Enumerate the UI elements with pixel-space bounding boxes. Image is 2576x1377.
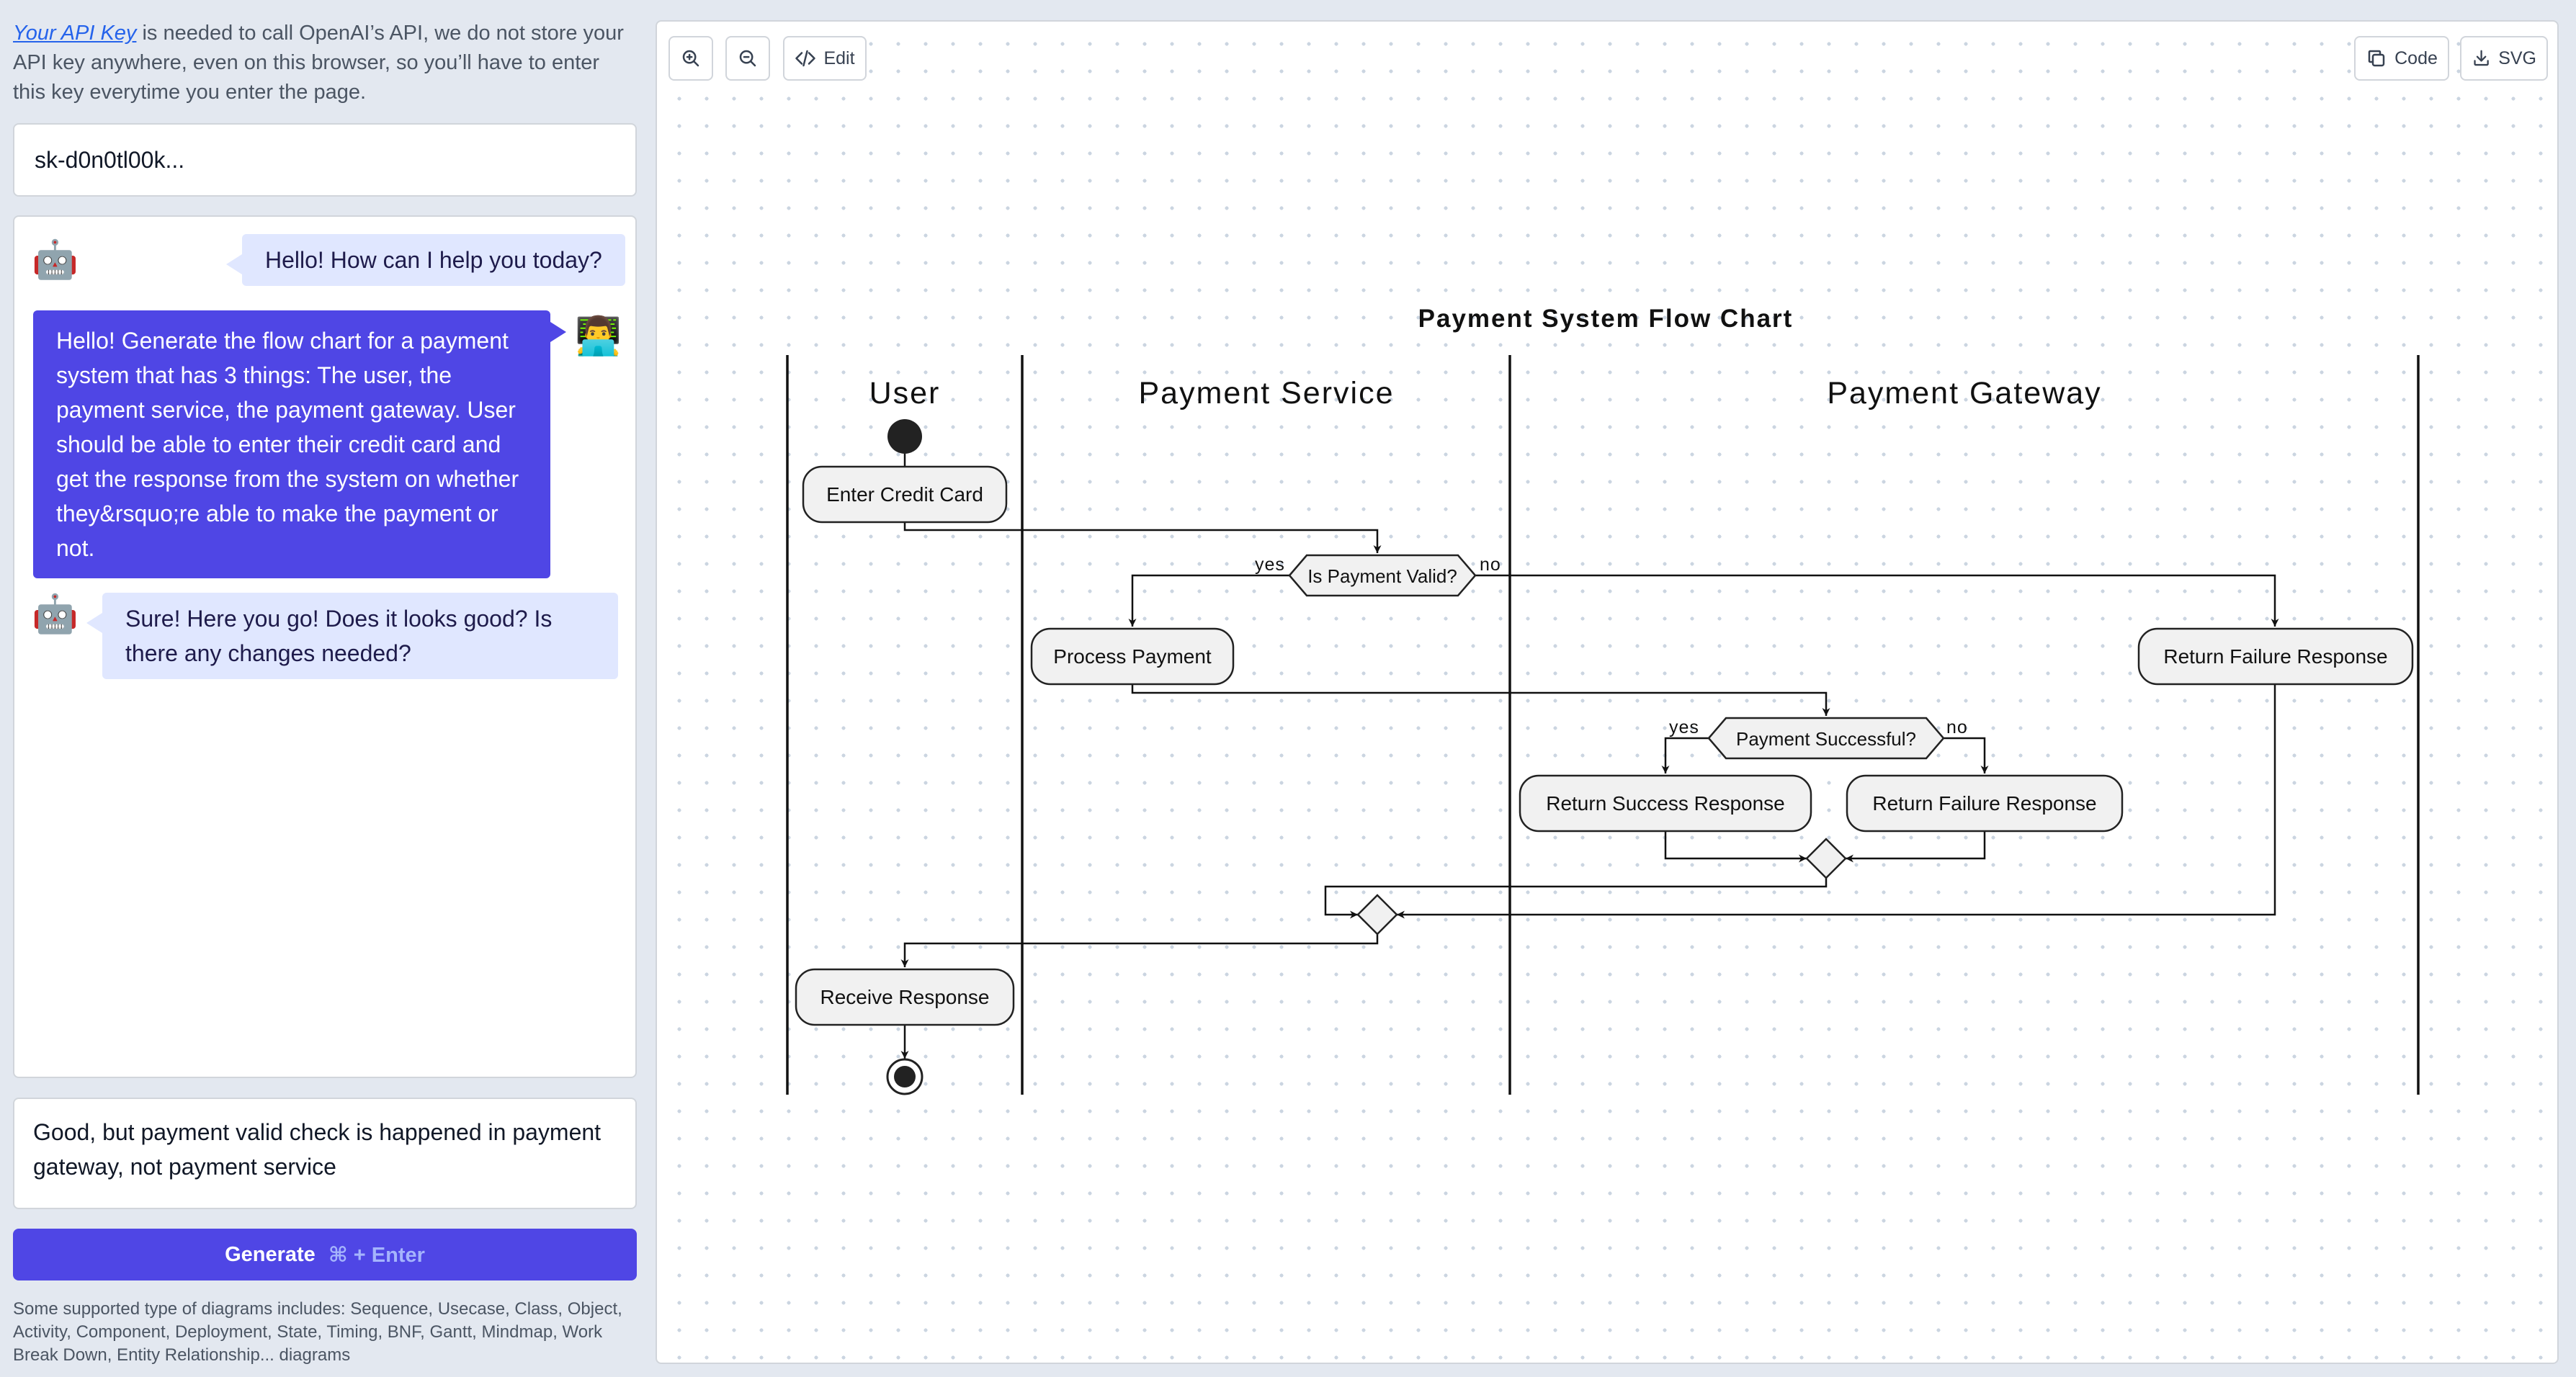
copy-code-button[interactable]: Code bbox=[2354, 36, 2449, 81]
edit-button[interactable]: Edit bbox=[783, 36, 867, 81]
flow-chart: Payment System Flow Chart User Payment S… bbox=[786, 305, 2420, 1095]
bot-avatar: 🤖 bbox=[32, 239, 79, 281]
api-key-note-text: is needed to call OpenAI’s API, we do no… bbox=[13, 22, 624, 104]
activity-label: Process Payment bbox=[1053, 645, 1212, 668]
activity-receive-response: Receive Response bbox=[795, 968, 1015, 1026]
activity-label: Return Success Response bbox=[1546, 792, 1785, 815]
swimlane-lines bbox=[786, 355, 2420, 1095]
decision-payment-successful: Payment Successful? bbox=[1707, 717, 1945, 760]
edit-label: Edit bbox=[823, 48, 855, 68]
zoom-in-button[interactable] bbox=[668, 36, 713, 81]
end-node bbox=[886, 1058, 923, 1095]
activity-label: Receive Response bbox=[820, 986, 989, 1008]
decision-label: Payment Successful? bbox=[1736, 728, 1916, 750]
supported-diagrams-note: Some supported type of diagrams includes… bbox=[13, 1299, 622, 1365]
lane-payment-service: Payment Service bbox=[1138, 376, 1394, 411]
bot-message: Hello! How can I help you today? bbox=[242, 234, 625, 286]
bot-avatar: 🤖 bbox=[32, 593, 79, 635]
generate-label: Generate bbox=[225, 1242, 316, 1266]
activity-label: Enter Credit Card bbox=[826, 483, 983, 506]
svg-label: SVG bbox=[2498, 48, 2536, 68]
branch-label-yes: yes bbox=[1669, 717, 1699, 737]
activity-enter-credit-card: Enter Credit Card bbox=[802, 465, 1008, 524]
merge-node bbox=[1805, 838, 1847, 879]
branch-label-yes: yes bbox=[1255, 555, 1285, 575]
lane-user: User bbox=[869, 376, 941, 411]
activity-return-failure-2: Return Failure Response bbox=[1846, 774, 2124, 833]
merge-node bbox=[1356, 894, 1398, 936]
user-avatar: 👨‍💻 bbox=[575, 315, 622, 357]
branch-label-no: no bbox=[1480, 555, 1501, 575]
diagram-title: Payment System Flow Chart bbox=[1418, 305, 1794, 333]
activity-label: Return Failure Response bbox=[2163, 645, 2387, 668]
decision-payment-valid: Is Payment Valid? bbox=[1288, 554, 1477, 597]
left-panel: Your API Key is needed to call OpenAI’s … bbox=[13, 0, 637, 1377]
generate-shortcut: ⌘ + Enter bbox=[328, 1243, 425, 1267]
bubble-tail bbox=[86, 613, 102, 633]
code-label: Code bbox=[2394, 48, 2438, 68]
zoom-out-button[interactable] bbox=[725, 36, 770, 81]
zoom-out-icon bbox=[739, 50, 756, 67]
activity-return-success: Return Success Response bbox=[1519, 774, 1812, 833]
zoom-in-icon bbox=[682, 50, 699, 67]
copy-icon bbox=[2368, 50, 2385, 67]
diagram-canvas: Edit Code SVG Payment System Flow Chart bbox=[656, 20, 2559, 1364]
activity-label: Return Failure Response bbox=[1872, 792, 2096, 815]
chat-panel: 🤖 Hello! How can I help you today? 👨‍💻 H… bbox=[13, 215, 637, 1078]
api-key-note: Your API Key is needed to call OpenAI’s … bbox=[13, 19, 637, 107]
download-svg-button[interactable]: SVG bbox=[2460, 36, 2548, 81]
bot-message: Sure! Here you go! Does it looks good? I… bbox=[102, 593, 618, 679]
bubble-tail bbox=[550, 322, 566, 342]
start-node bbox=[887, 419, 922, 454]
api-key-link[interactable]: Your API Key bbox=[13, 22, 137, 45]
code-brackets-icon bbox=[795, 50, 816, 67]
download-icon bbox=[2474, 50, 2489, 66]
branch-label-no: no bbox=[1946, 717, 1968, 737]
api-key-input[interactable]: sk-d0n0tl00k... bbox=[13, 123, 637, 197]
lane-payment-gateway: Payment Gateway bbox=[1827, 376, 2101, 411]
activity-return-failure-1: Return Failure Response bbox=[2137, 627, 2414, 686]
bubble-tail bbox=[226, 254, 242, 274]
flow-connectors bbox=[900, 454, 2279, 1059]
generate-button[interactable]: Generate ⌘ + Enter bbox=[13, 1229, 637, 1280]
activity-process-payment: Process Payment bbox=[1030, 627, 1235, 686]
prompt-input[interactable]: Good, but payment valid check is happene… bbox=[13, 1098, 637, 1209]
user-message: Hello! Generate the flow chart for a pay… bbox=[33, 310, 550, 578]
decision-label: Is Payment Valid? bbox=[1307, 565, 1457, 587]
